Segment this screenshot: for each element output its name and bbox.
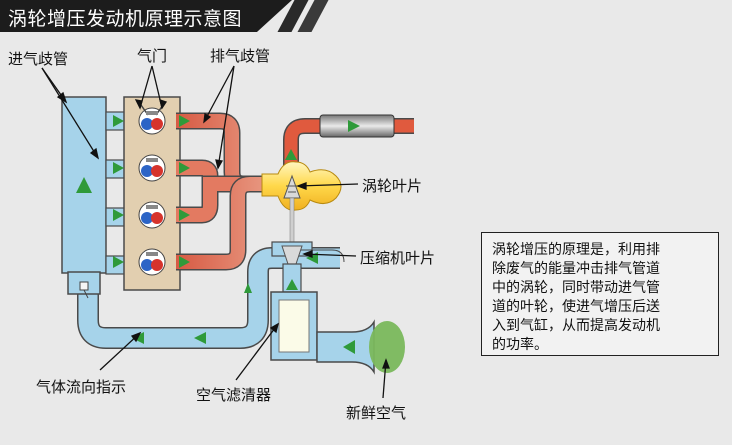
info-line: 除废气的能量冲击排气管道 [492,261,660,277]
page-title: 涡轮增压发动机原理示意图 [8,8,243,30]
title-bar [0,0,292,32]
turbo-shaft [289,197,295,243]
info-line: 的功率。 [492,337,548,353]
info-line: 入到气缸，从而提高发动机 [492,318,660,334]
label-intake-manifold: 进气歧管 [8,50,69,68]
label-gas-flow-indicator: 气体流向指示 [36,378,127,396]
fresh-air-cloud [369,321,405,373]
intake-sensor [79,281,89,291]
label-exhaust-manifold: 排气歧管 [210,47,271,65]
info-line: 涡轮增压的原理是，利用排 [492,242,660,258]
intake-horn [316,319,375,375]
air-filter-element [278,299,310,353]
flow-arrows-block [113,115,190,268]
info-box: 涡轮增压的原理是，利用排 除废气的能量冲击排气管道 中的涡轮，同时带动进气管 道… [481,232,719,356]
info-line: 道的叶轮，使进气增压后送 [492,299,660,315]
label-fresh-air: 新鲜空气 [346,404,407,422]
intake-pipe [77,247,340,349]
label-air-filter: 空气滤清器 [196,386,272,404]
exhaust-manifold [176,112,262,271]
exhaust-outlet [283,118,414,172]
label-compressor-blade: 压缩机叶片 [360,249,436,267]
leader-lines [41,65,390,399]
label-turbine-blade: 涡轮叶片 [362,177,423,195]
muffler-arrow [348,120,360,132]
filter-to-compressor-pipe [282,263,302,293]
info-line: 中的涡轮，同时带动进气管 [492,280,660,296]
intake-manifold-arrow [76,177,92,193]
valves [138,104,166,276]
label-valve: 气门 [137,47,168,65]
